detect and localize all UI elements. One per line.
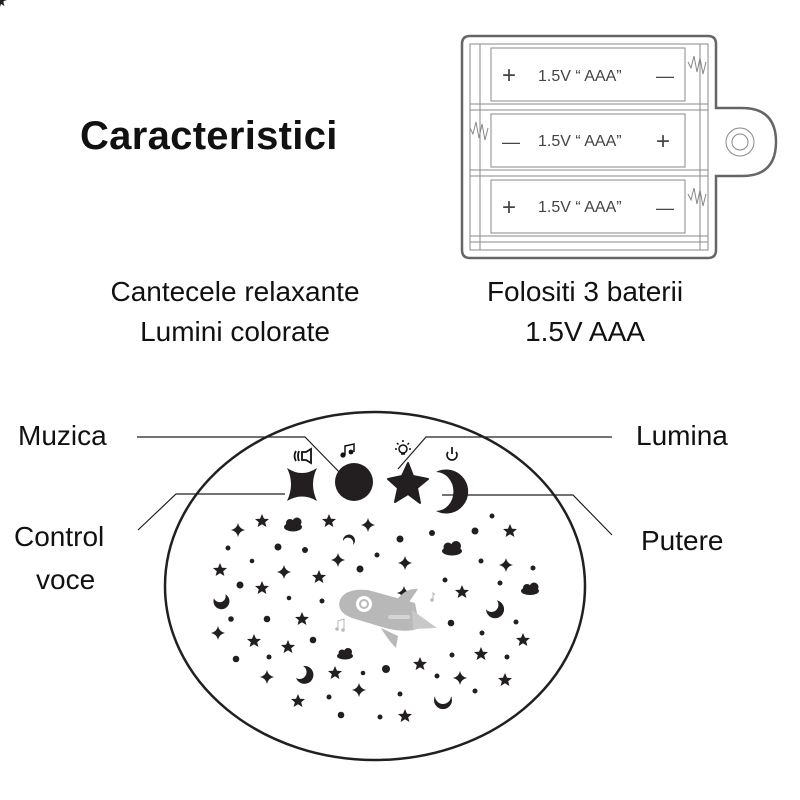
device-outline (163, 410, 587, 762)
svg-text:—: — (656, 198, 674, 218)
svg-text:+: + (502, 62, 516, 89)
feature-relaxing-songs: Cantecele relaxante (110, 276, 360, 307)
feature-battery-type: 1.5V AAA (525, 316, 645, 347)
callout-voice-control-line2: voce (36, 564, 96, 595)
sparkle-icons (0, 0, 513, 697)
battery-cell-1: + 1.5V “ AAA” — (502, 62, 674, 89)
callout-voice-control-line1: Control (14, 521, 105, 552)
svg-text:+: + (656, 128, 670, 155)
feature-list-left: Cantecele relaxante Lumini colorate (70, 272, 400, 352)
battery-cell-2: — 1.5V “ AAA” + (502, 128, 670, 155)
power-button (436, 469, 469, 514)
power-icon (446, 447, 458, 461)
feature-list-right: Folositi 3 baterii 1.5V AAA (440, 272, 730, 352)
music-note-decoration (335, 591, 436, 632)
battery-cell-3: + 1.5V “ AAA” — (502, 194, 674, 221)
feature-batteries-count: Folositi 3 baterii (486, 276, 684, 307)
light-bulb-icon (395, 440, 411, 455)
svg-text:—: — (656, 66, 674, 86)
svg-text:+: + (502, 194, 516, 221)
music-note-icon (340, 443, 355, 458)
light-button (387, 462, 429, 504)
svg-text:—: — (502, 132, 520, 152)
callout-power: Putere (641, 525, 724, 556)
voice-control-button (287, 468, 317, 501)
page-title: Caracteristici (80, 114, 338, 158)
rocket-icon (339, 588, 437, 648)
cloud-icon (284, 517, 539, 660)
svg-text:1.5V “ AAA”: 1.5V “ AAA” (538, 133, 622, 150)
callout-light: Lumina (636, 420, 728, 451)
svg-text:1.5V “ AAA”: 1.5V “ AAA” (538, 199, 622, 216)
callout-music: Muzica (18, 420, 107, 451)
music-button (335, 463, 373, 501)
star-icons (0, 0, 530, 722)
star-field (213, 513, 539, 720)
speaker-sound-icon (293, 447, 312, 465)
svg-text:1.5V “ AAA”: 1.5V “ AAA” (538, 68, 622, 85)
feature-colored-lights: Lumini colorate (140, 316, 330, 347)
